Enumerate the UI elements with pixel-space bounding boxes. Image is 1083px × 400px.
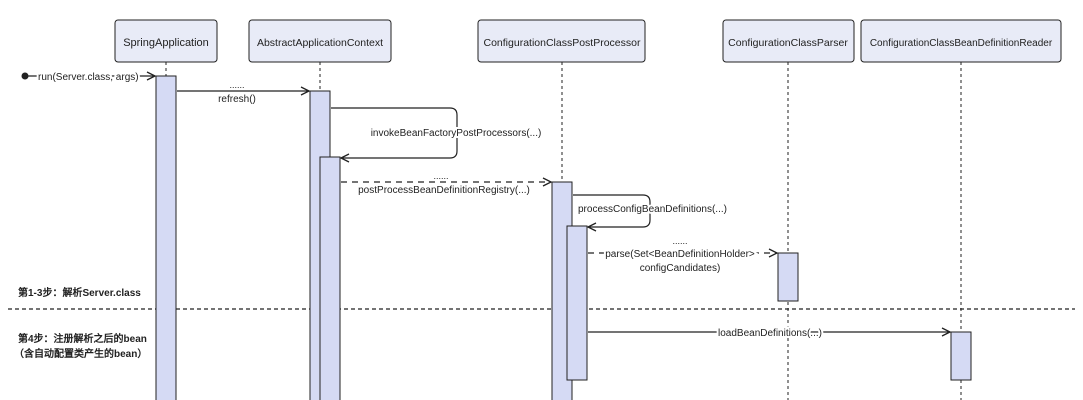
message-label: postProcessBeanDefinitionRegistry(...) xyxy=(358,185,530,196)
section-label-step1: 第1-3步：解析Server.class xyxy=(18,286,141,299)
message-label: run(Server.class, args) xyxy=(38,72,139,83)
activation-context-invoke xyxy=(319,156,341,400)
activation-bean-reader xyxy=(950,331,972,381)
message-label: processConfigBeanDefinitions(...) xyxy=(578,204,727,215)
section-label-step4-line2: （含自动配置类产生的bean） xyxy=(14,347,147,360)
message-process-config-bean-definitions: processConfigBeanDefinitions(...) xyxy=(573,194,729,227)
message-label-line2: configCandidates) xyxy=(640,263,721,274)
message-invoke-bean-factory-post-processors: invokeBeanFactoryPostProcessors(...) xyxy=(331,107,543,158)
message-parse: ...... parse(Set<BeanDefinitionHolder> c… xyxy=(588,236,777,274)
participant-box xyxy=(248,19,392,63)
participant-label: AbstractApplicationContext xyxy=(257,37,383,49)
activation-spring-application xyxy=(155,75,177,400)
participant-label: ConfigurationClassPostProcessor xyxy=(484,37,641,49)
activations xyxy=(155,75,972,400)
participant-bean-definition-reader: ConfigurationClassBeanDefinitionReader xyxy=(860,19,1062,63)
message-label: refresh() xyxy=(218,94,256,105)
activation-parser xyxy=(777,252,799,302)
activation-post-processor-nested xyxy=(566,225,588,381)
section-label-step4-line1: 第4步：注册解析之后的bean xyxy=(18,332,147,345)
participant-box xyxy=(477,19,646,63)
message-refresh: ...... refresh() xyxy=(177,80,309,105)
message-label: invokeBeanFactoryPostProcessors(...) xyxy=(371,128,542,139)
participant-label: ConfigurationClassParser xyxy=(728,37,848,49)
participant-spring-application: SpringApplication xyxy=(114,19,218,63)
participant-configuration-class-post-processor: ConfigurationClassPostProcessor xyxy=(477,19,646,63)
participant-label: ConfigurationClassBeanDefinitionReader xyxy=(870,38,1053,49)
message-dots: ...... xyxy=(672,236,687,246)
message-run: run(Server.class, args) xyxy=(21,70,156,85)
message-label: loadBeanDefinitions(...) xyxy=(718,328,822,339)
participant-box xyxy=(860,19,1062,63)
participant-box xyxy=(114,19,218,63)
participant-configuration-class-parser: ConfigurationClassParser xyxy=(722,19,855,63)
message-dots: ...... xyxy=(229,80,244,90)
message-post-process-bean-definition-registry: ...... postProcessBeanDefinitionRegistry… xyxy=(341,171,551,198)
message-self-arrow xyxy=(331,107,458,158)
participant-abstract-application-context: AbstractApplicationContext xyxy=(248,19,392,63)
message-label-line1: parse(Set<BeanDefinitionHolder> xyxy=(605,249,755,260)
message-load-bean-definitions: loadBeanDefinitions(...) xyxy=(588,326,950,341)
participant-box xyxy=(722,19,855,63)
participant-label: SpringApplication xyxy=(123,37,209,49)
message-dots: ...... xyxy=(433,171,448,181)
message-self-arrow xyxy=(573,194,651,227)
